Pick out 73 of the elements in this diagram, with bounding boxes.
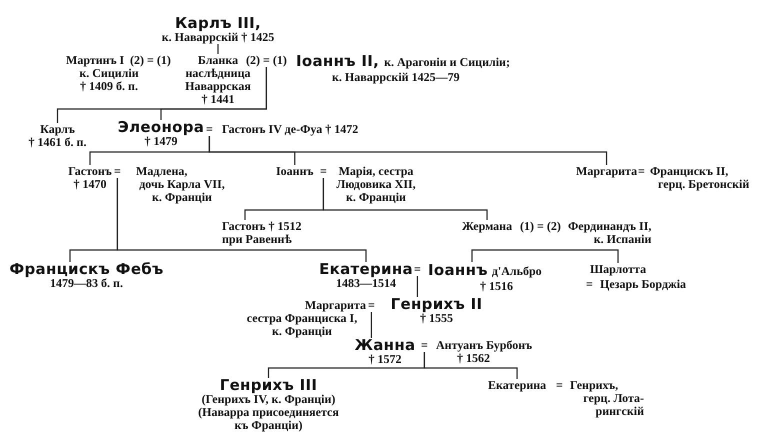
person-note: † 1562	[457, 352, 490, 365]
marriage-sign: (2) = (1)	[246, 54, 287, 67]
person-note: † 1555	[420, 312, 453, 325]
person-note: к. Наваррскій † 1425	[162, 31, 274, 44]
descent-line	[217, 44, 219, 54]
person-note: † 1516	[480, 280, 513, 293]
descent-line	[424, 352, 518, 379]
person-name: Антуанъ Бурбонъ	[436, 339, 532, 352]
descent-line	[416, 276, 418, 297]
person-name: Францискъ II,	[650, 165, 728, 178]
person-name: Екатерина	[488, 379, 546, 392]
person-note: к. Сициліи	[79, 67, 139, 80]
marriage-sign: (2) = (1)	[130, 54, 171, 67]
person-note: 1483—1514	[336, 277, 396, 290]
marriage-sign: =	[114, 165, 121, 178]
person-name: Маргарита	[304, 299, 366, 312]
descent-line	[116, 178, 367, 262]
person-note: герц. Бретонскій	[658, 178, 750, 191]
person-name: Іоаннъ	[276, 165, 314, 178]
marriage-sign: =	[206, 123, 213, 136]
sibling-line	[471, 249, 619, 263]
person-name: Генрихъ,	[570, 379, 618, 392]
person-note: к. Наваррскій 1425—79	[332, 71, 460, 84]
person-name: Генрихъ II	[390, 297, 482, 312]
marriage-sign: =	[586, 278, 593, 291]
person-name: Мартинъ I	[66, 54, 124, 67]
person-name: Екатерина	[319, 262, 413, 277]
person-name: Мадлена,	[136, 165, 188, 178]
marriage-sign: =	[368, 299, 375, 312]
person-note: † 1461 б. п.	[28, 136, 86, 149]
person-entry: Гастонъ † 1512 при Равеннѣ	[222, 220, 303, 246]
marriage-sign: =	[320, 165, 327, 178]
person-name: Жермана	[462, 220, 512, 233]
person-name: д'Альбро	[492, 265, 542, 278]
marriage-sign: =	[421, 339, 428, 352]
descent-line	[322, 178, 488, 220]
person-name: Жанна	[354, 338, 416, 353]
person-name: Іоаннъ II,	[296, 54, 380, 69]
person-name: Маргарита	[576, 165, 638, 178]
person-note: дочь Карла VII, к. Франціи	[139, 178, 226, 204]
person-name: Іоаннъ	[428, 263, 488, 278]
person-name: Карлъ III,	[174, 16, 262, 31]
person-name: Шарлотта	[590, 263, 646, 276]
marriage-sign: (1) = (2)	[520, 220, 561, 233]
person-note: к. Испаніи	[594, 233, 652, 246]
person-note: сестра Франциска I, к. Франціи	[246, 312, 358, 338]
person-name: Гастонъ	[68, 165, 112, 178]
person-note: к. Арагоніи и Сициліи;	[384, 56, 510, 69]
person-note: (Генрихъ IV, к. Франціи)	[202, 393, 336, 406]
descent-line	[208, 136, 608, 165]
person-name: Гастонъ IV де-Фуа † 1472	[222, 123, 358, 136]
person-note: † 1441	[202, 93, 234, 106]
person-note: наслѣдница Наваррская	[184, 67, 251, 93]
person-note: (Наварра присоединяется къ Франціи)	[197, 406, 340, 432]
person-name: Карлъ	[40, 123, 75, 136]
person-name: Францискъ Фебъ	[9, 262, 164, 277]
person-note: † 1572	[368, 353, 402, 366]
person-note: † 1470	[74, 178, 106, 191]
person-note: † 1479	[144, 135, 178, 148]
person-name: Фердинандъ II,	[568, 220, 652, 233]
person-entry: Марія, сестра Людовика XII, к. Франціи	[335, 165, 417, 204]
person-name: Элеонора	[118, 120, 204, 135]
person-name: Цезарь Борджіа	[600, 278, 686, 291]
descent-line	[160, 67, 268, 120]
marriage-sign: =	[556, 379, 563, 392]
marriage-sign: =	[414, 263, 421, 276]
person-note: † 1409 б. п.	[80, 80, 138, 93]
person-name: Бланка	[198, 54, 238, 67]
descent-line	[370, 312, 372, 338]
person-name: Генрихъ III	[220, 378, 318, 393]
person-note: 1479—83 б. п.	[50, 277, 123, 290]
person-note: герц. Лота- рингскій	[583, 392, 644, 418]
marriage-sign: =	[638, 165, 645, 178]
